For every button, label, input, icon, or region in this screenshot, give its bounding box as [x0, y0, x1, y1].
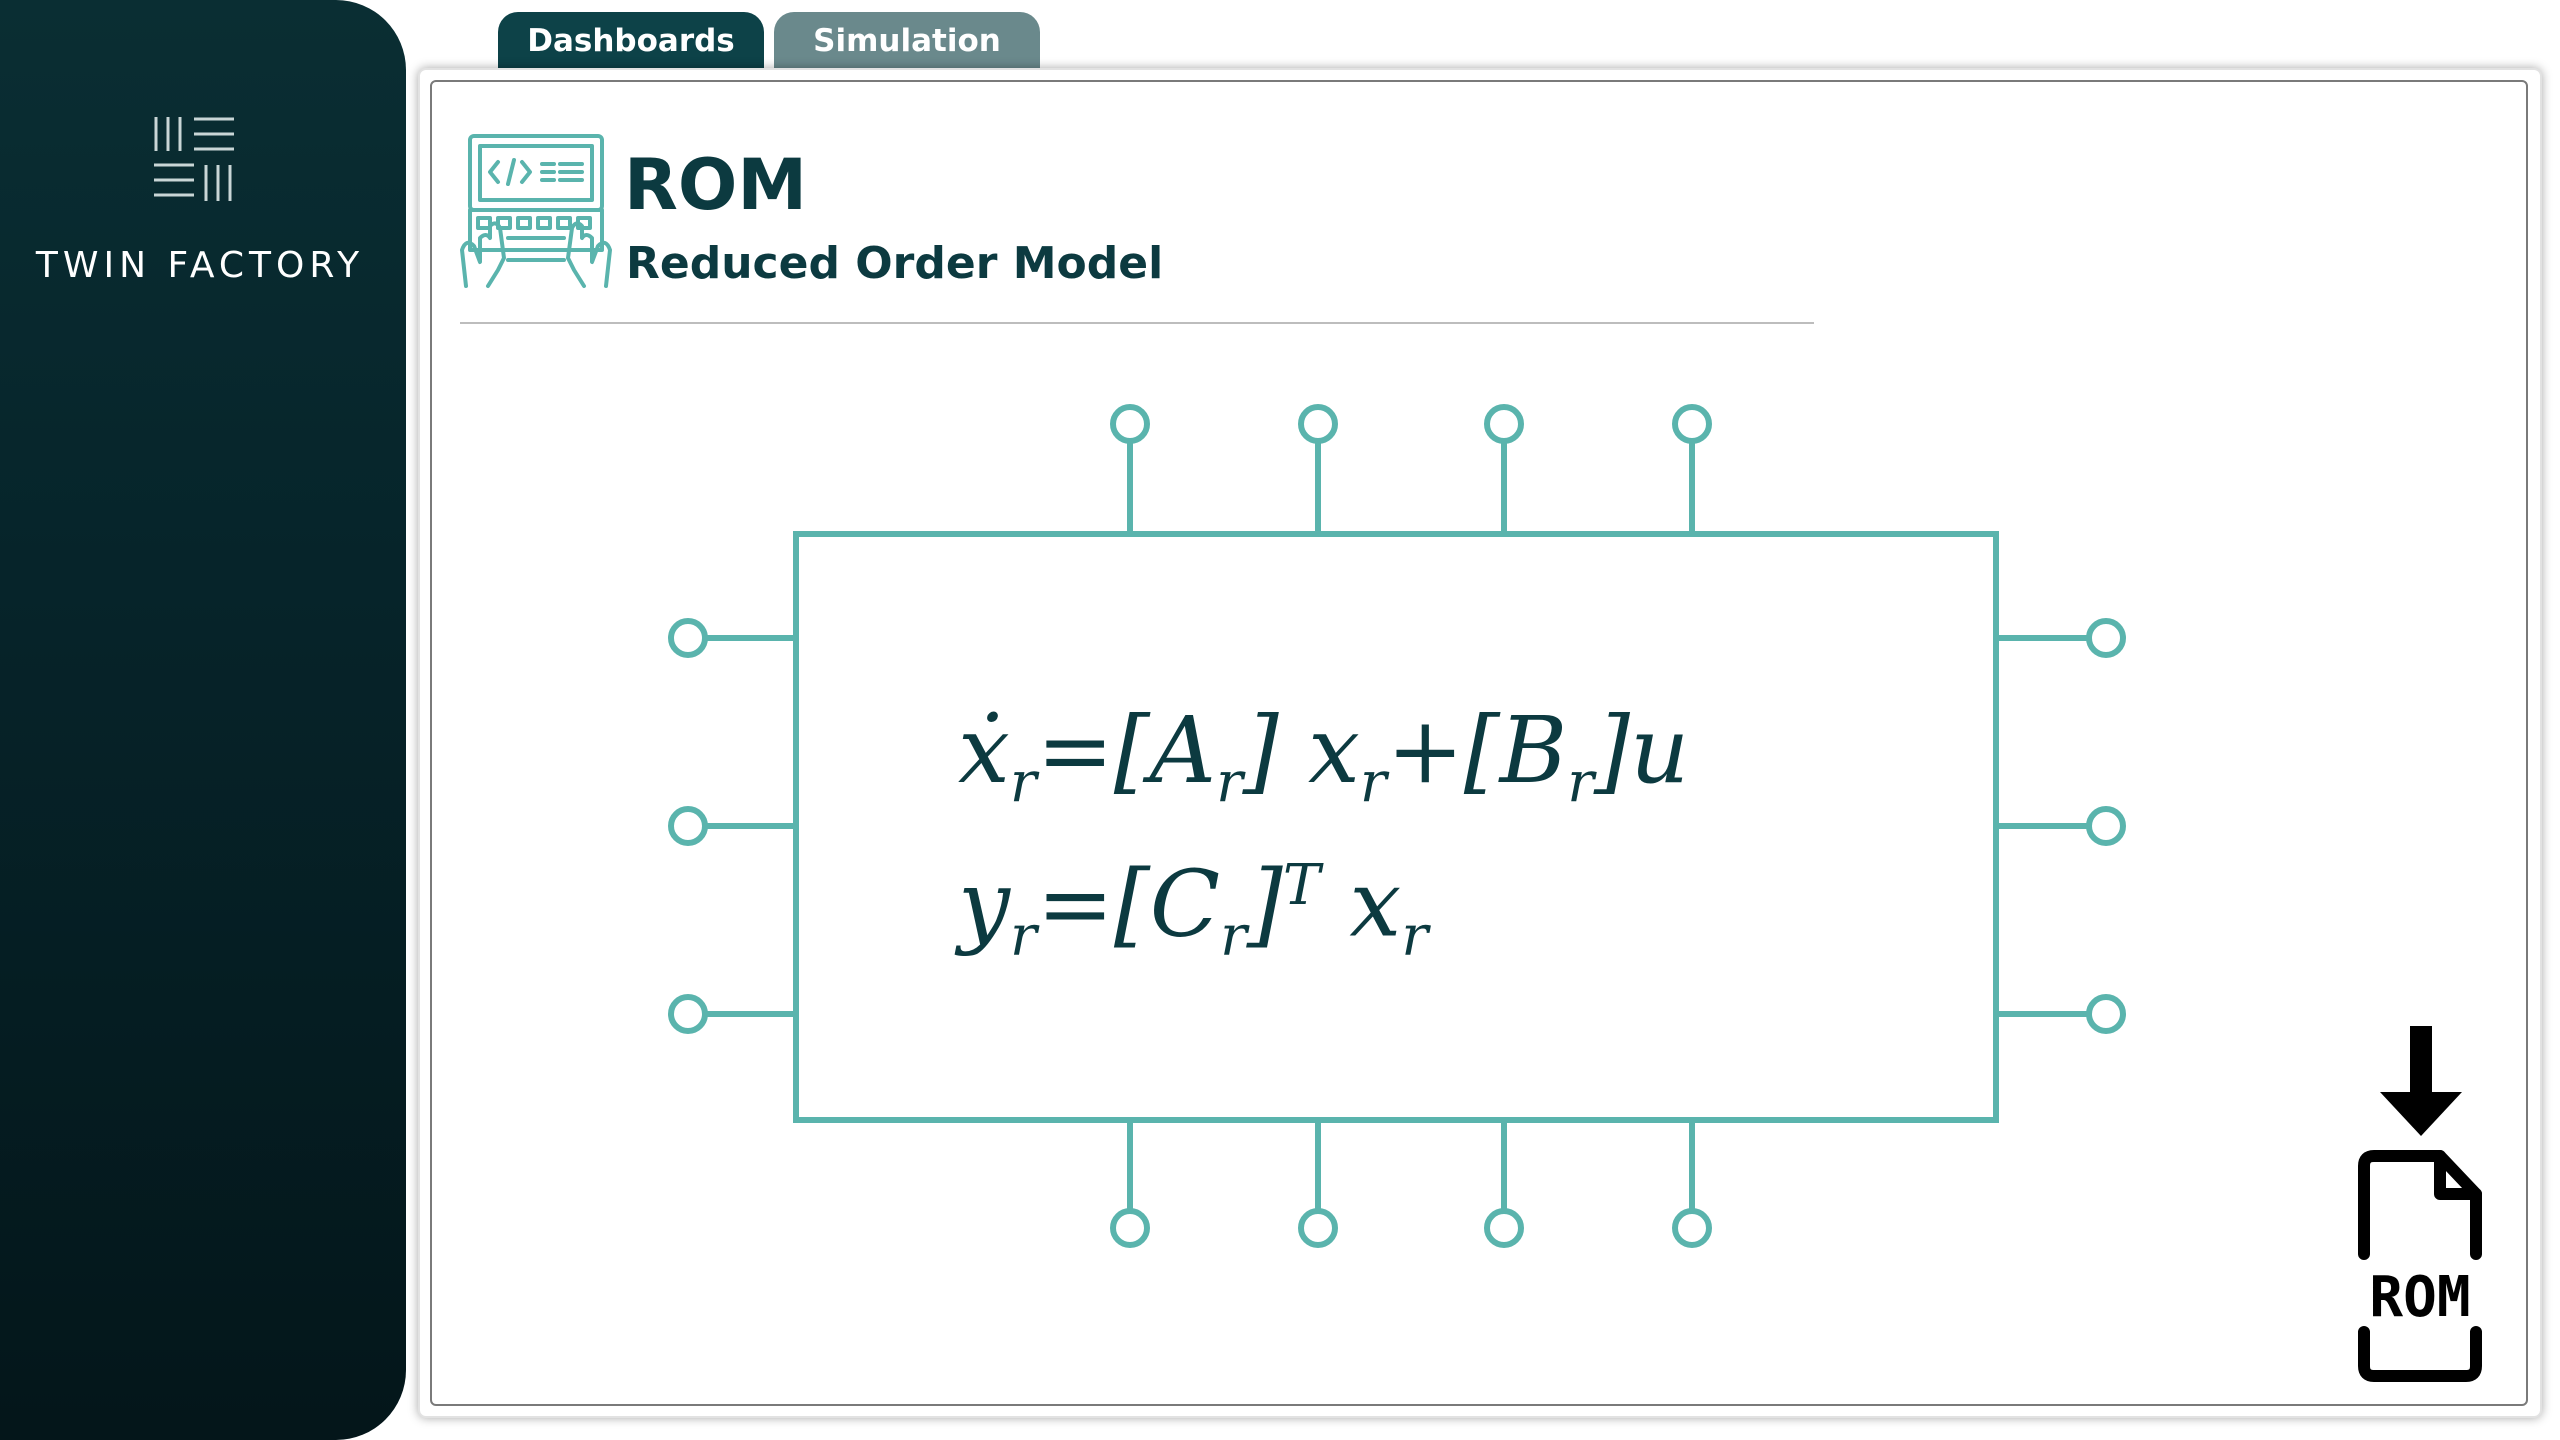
tab-dashboards[interactable]: Dashboards — [498, 12, 764, 70]
page-subtitle: Reduced Order Model — [626, 238, 1164, 289]
rom-file-label: ROM — [2369, 1265, 2470, 1330]
laptop-code-icon — [460, 134, 612, 288]
header-divider — [460, 322, 1814, 324]
output-equation: yr=[Cr]T xr — [958, 850, 1429, 970]
state-equation: ẋr=[Ar] xr+[Br]u — [958, 697, 1690, 816]
download-rom-file-icon[interactable]: ROM — [2340, 1016, 2500, 1386]
page-title: ROM — [624, 144, 808, 226]
tab-simulation[interactable]: Simulation — [774, 12, 1040, 70]
twin-factory-logo-icon — [154, 117, 234, 201]
brand-name: TWIN FACTORY — [35, 245, 365, 286]
sidebar: TWIN FACTORY — [0, 0, 406, 1440]
